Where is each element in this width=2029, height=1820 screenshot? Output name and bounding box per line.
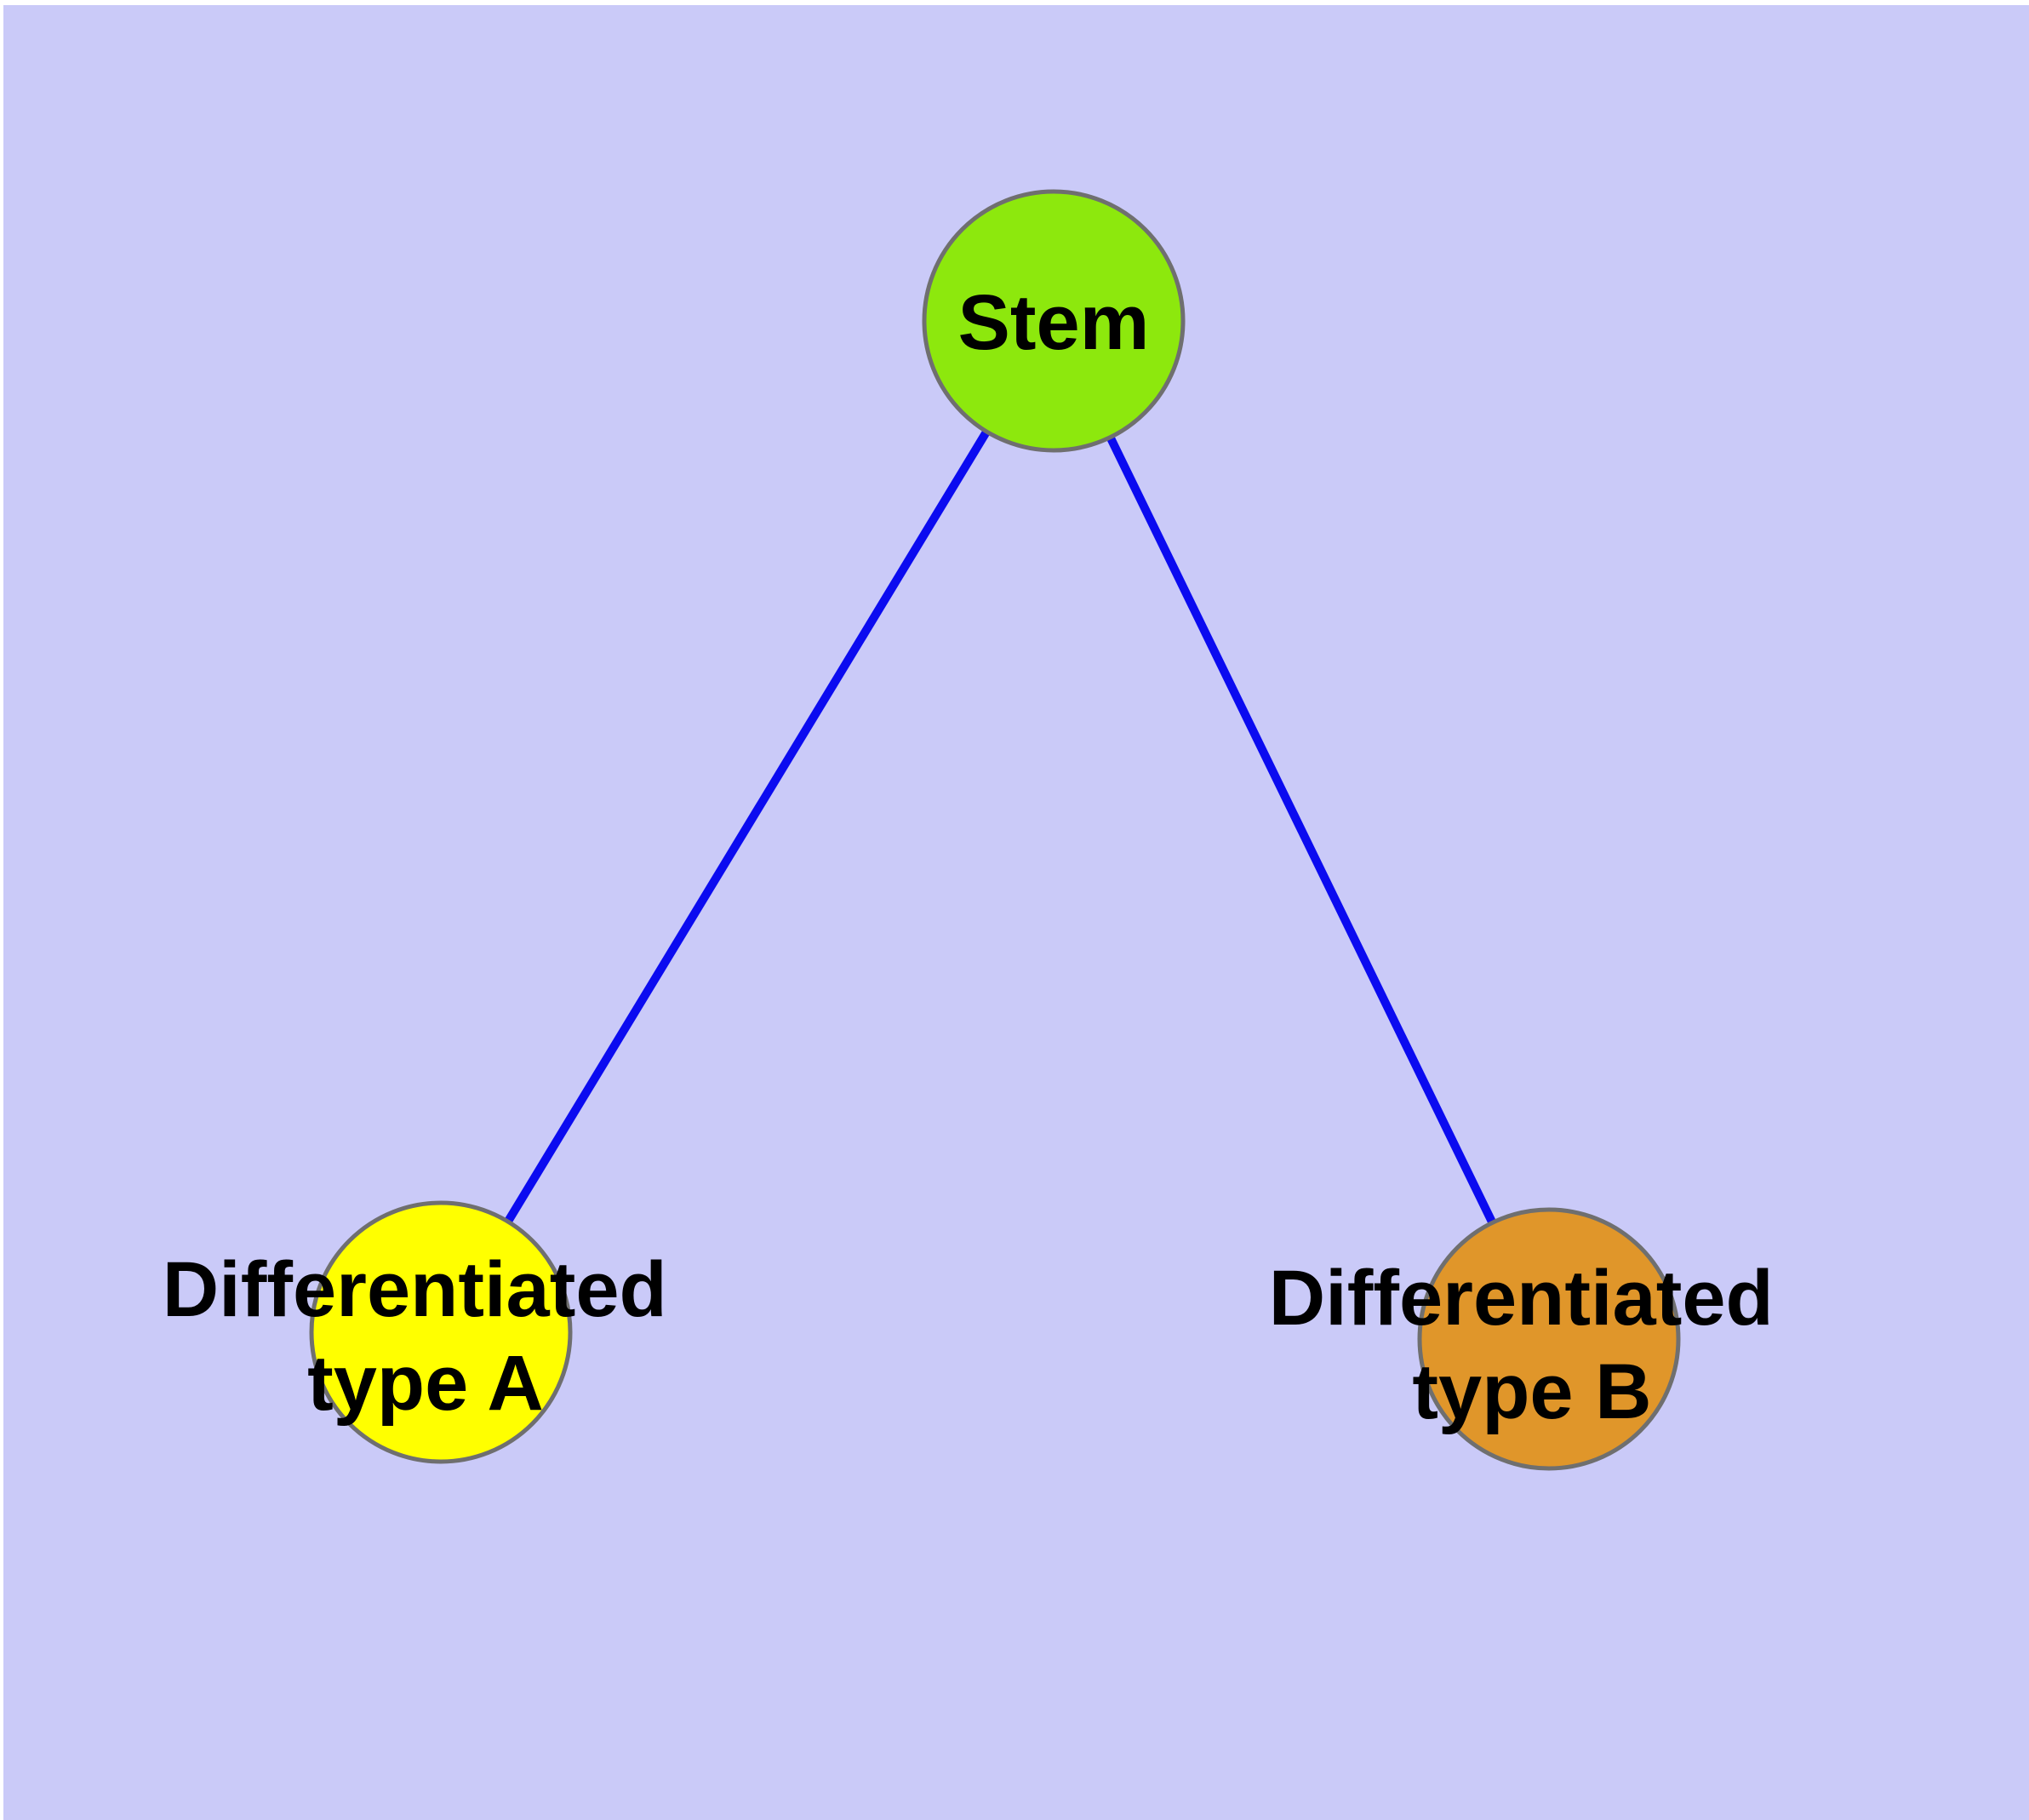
node-differentiated-type-a-label: Differentiated type A [163,1246,689,1427]
node-differentiated-type-a [309,1200,573,1464]
node-differentiated-type-a-label-line2: type A [307,1340,544,1427]
node-differentiated-type-a-label-line1: Differentiated [163,1246,667,1333]
edge-stem-to-type-b [1049,318,1553,1342]
node-differentiated-type-b [1417,1207,1681,1471]
edge-stem-to-type-a [437,318,1058,1335]
node-differentiated-type-b-label-line2: type B [1412,1348,1651,1435]
node-differentiated-type-b-label-line1: Differentiated [1269,1255,1774,1342]
node-stem [922,189,1186,453]
node-stem-label: Stem [958,279,1150,366]
node-differentiated-type-b-label: Differentiated type B [1269,1255,1796,1435]
